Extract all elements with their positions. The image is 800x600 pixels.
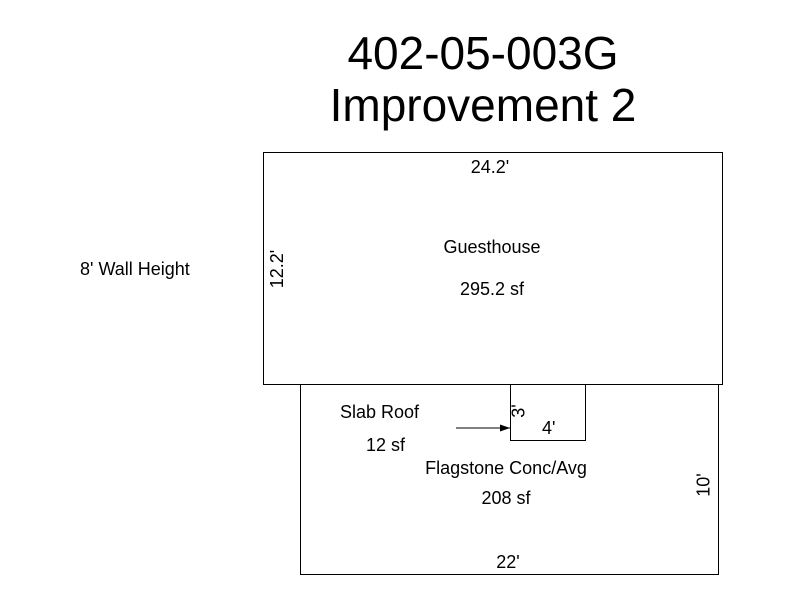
- slab-roof-area: 12 sf: [366, 435, 406, 455]
- flagstone-label: Flagstone Conc/Avg: [425, 458, 587, 478]
- guesthouse-outline: [263, 152, 723, 385]
- flagstone-outline: [300, 384, 719, 575]
- improvement-title: Improvement 2: [329, 79, 637, 131]
- flagstone-depth-dimension: 10': [693, 473, 714, 497]
- guesthouse-width-dimension: 24.2': [470, 157, 510, 177]
- wall-height-note: 8' Wall Height: [80, 259, 190, 279]
- parcel-number: 402-05-003G: [347, 27, 619, 79]
- slab-roof-side-dimension: 3': [508, 404, 529, 418]
- slab-roof-label: Slab Roof: [340, 402, 420, 422]
- flagstone-width-dimension: 22': [496, 552, 520, 572]
- guesthouse-depth-dimension: 12.2': [267, 249, 288, 289]
- slab-roof-width-dimension: 4': [542, 418, 556, 438]
- guesthouse-area: 295.2 sf: [459, 279, 525, 299]
- flagstone-area: 208 sf: [481, 488, 531, 508]
- slab-roof-outline: [510, 384, 586, 441]
- guesthouse-label: Guesthouse: [443, 237, 541, 257]
